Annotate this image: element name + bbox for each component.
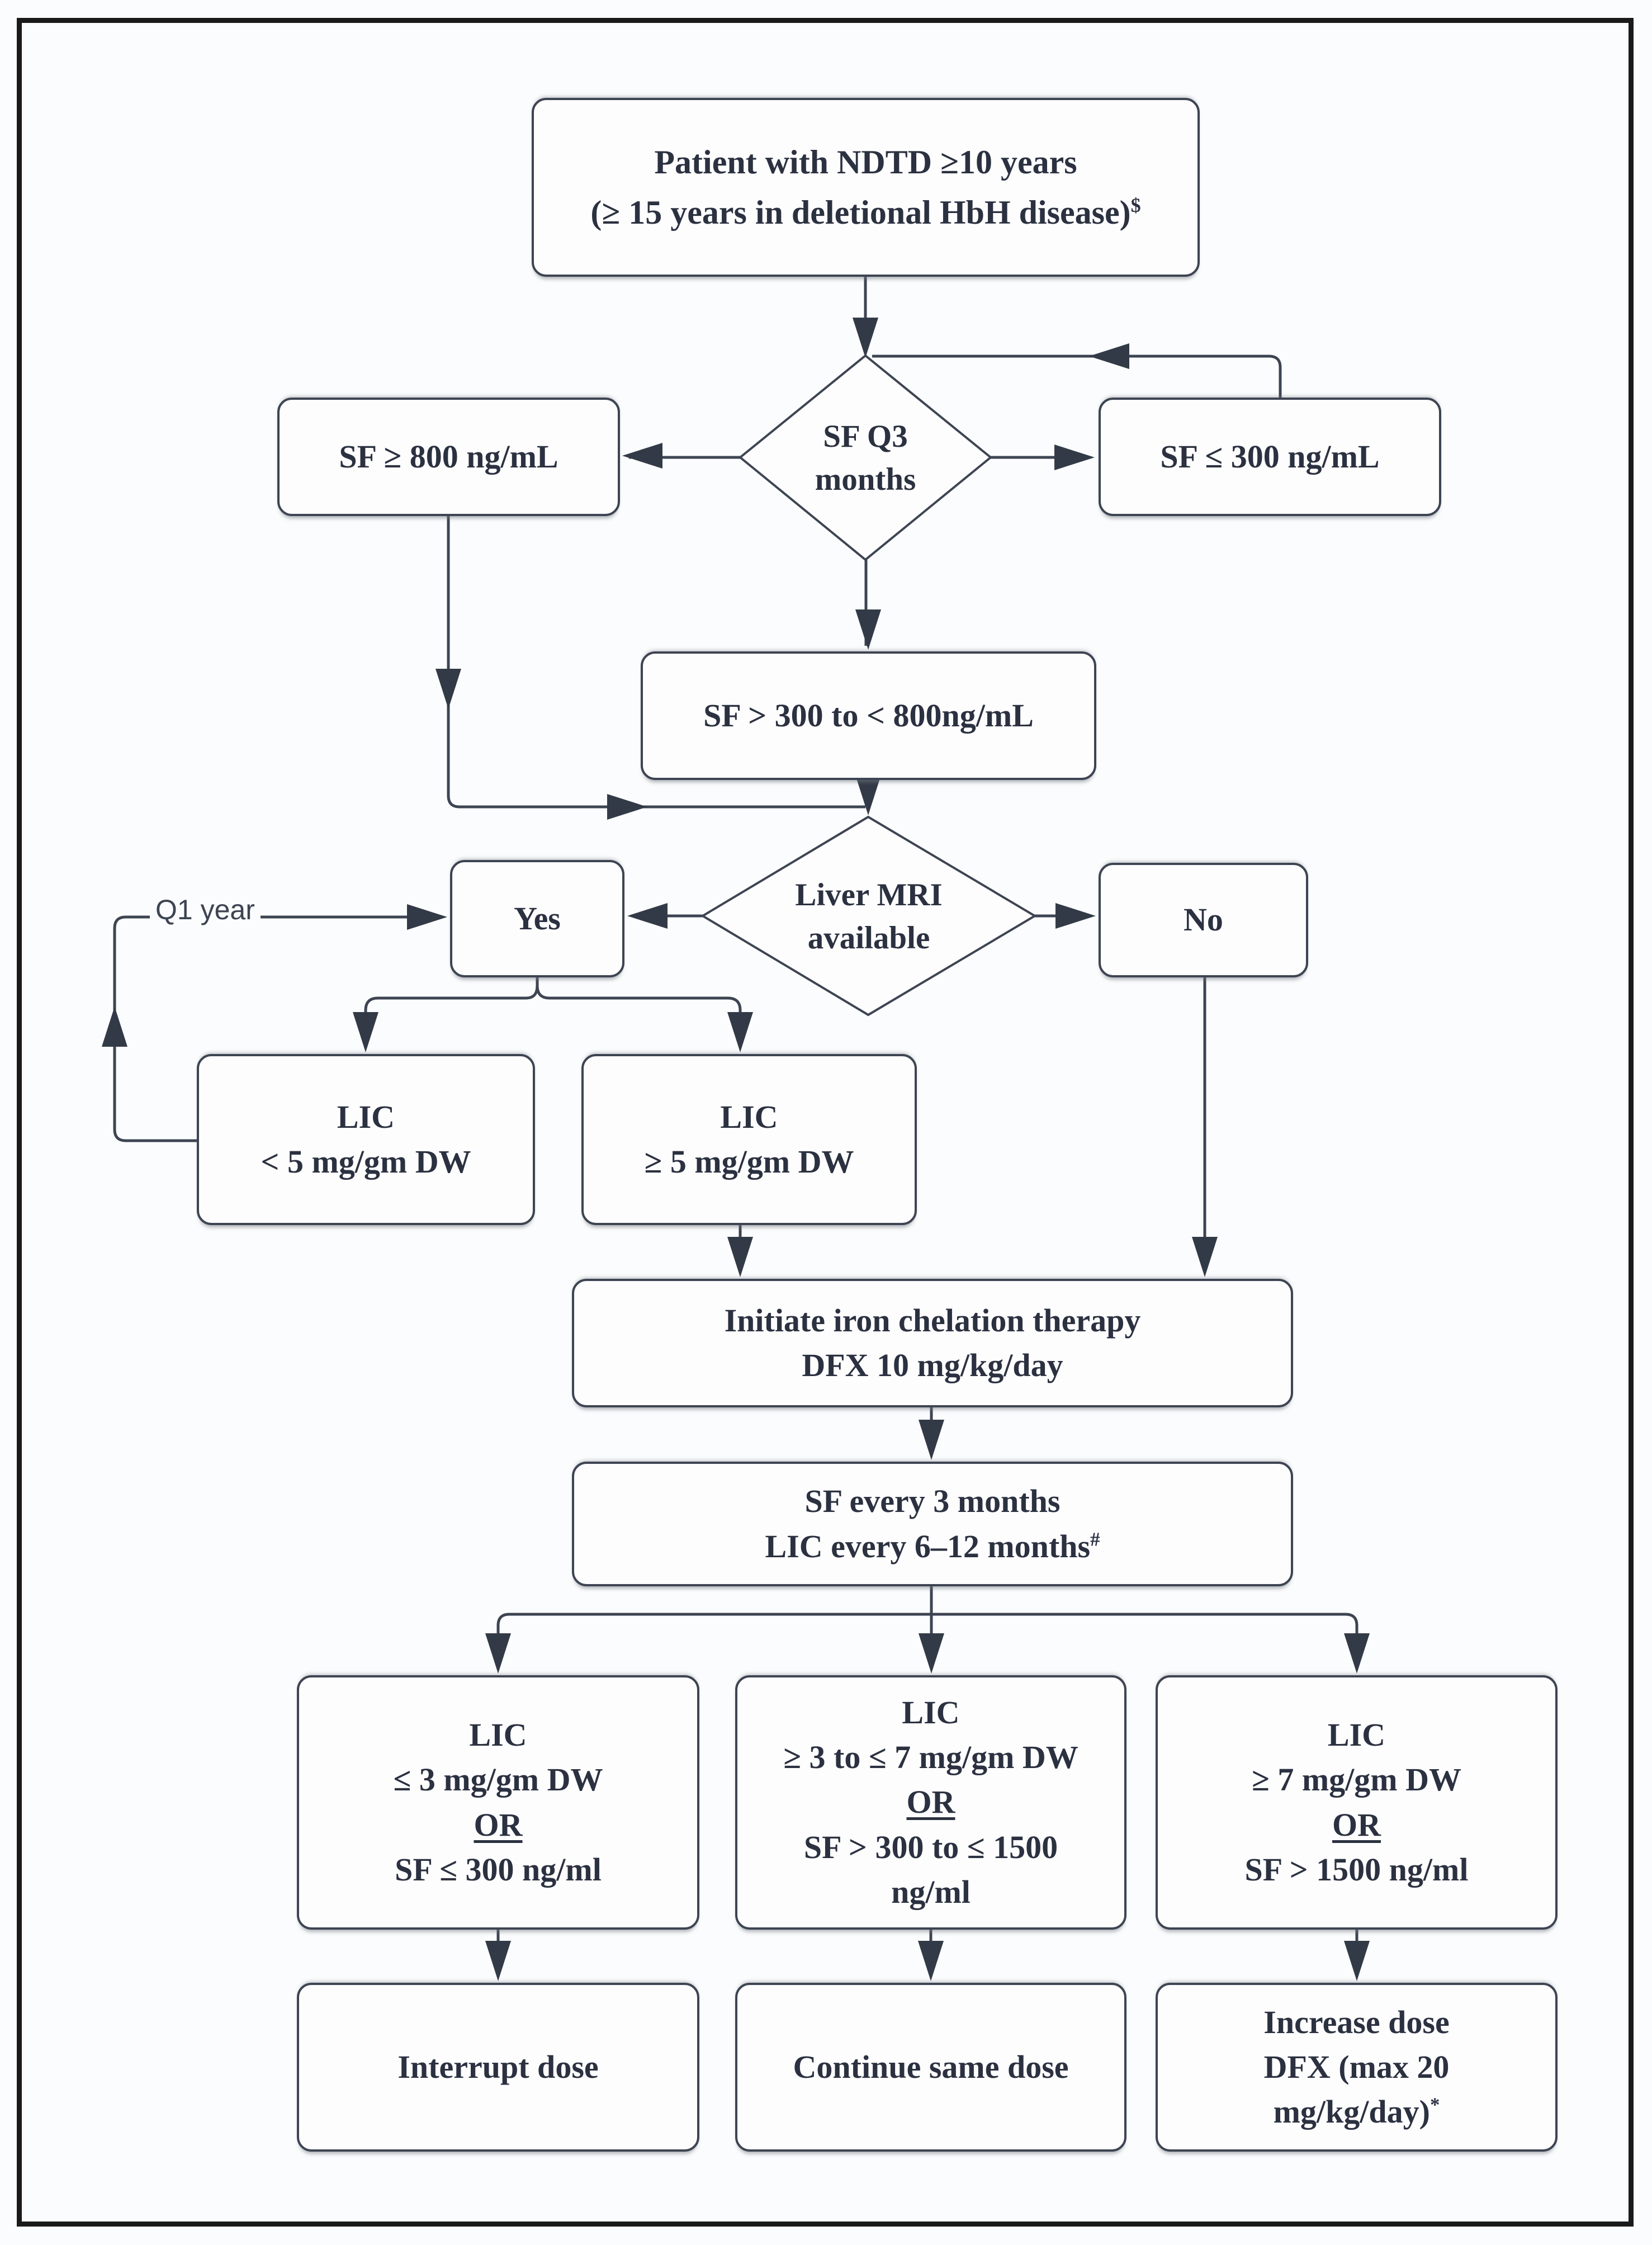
cond-high-or: OR [1332, 1806, 1381, 1843]
sf-q3-line2: months [815, 462, 916, 497]
cond-high-line2: ≥ 7 mg/gm DW [1252, 1761, 1461, 1798]
patient-line2: (≥ 15 years in deletional HbH disease)$ [590, 194, 1141, 231]
node-patient: Patient with NDTD ≥10 years (≥ 15 years … [532, 98, 1200, 277]
wire-sflow-feedback [872, 355, 1282, 398]
cond-mid-line4: SF > 300 to ≤ 1500 [803, 1828, 1058, 1865]
increase-dose-line1: Increase dose [1263, 2003, 1450, 2040]
node-initiate-therapy: Initiate iron chelation therapy DFX 10 m… [572, 1279, 1293, 1407]
liver-mri-line1: Liver MRI [795, 877, 943, 913]
initiate-line1: Initiate iron chelation therapy [724, 1302, 1141, 1339]
decision-sf-q3-label: SF Q3 months [754, 411, 977, 506]
node-monitoring: SF every 3 months LIC every 6–12 months# [572, 1462, 1293, 1586]
increase-dose-line3: mg/kg/day)* [1273, 2093, 1440, 2130]
lic-lt5-line2: < 5 mg/gm DW [261, 1143, 471, 1180]
node-no: No [1099, 863, 1308, 977]
sf-q3-line1: SF Q3 [823, 419, 908, 455]
cond-high-line4: SF > 1500 ng/ml [1244, 1851, 1469, 1888]
decision-liver-mri-label: Liver MRI available [757, 869, 981, 965]
cond-mid-or: OR [906, 1784, 955, 1821]
node-continue-dose: Continue same dose [735, 1983, 1126, 2152]
wire-sfhigh-to-junction [447, 516, 865, 809]
node-lic-ge5: LIC ≥ 5 mg/gm DW [581, 1054, 917, 1225]
cond-mid-line2: ≥ 3 to ≤ 7 mg/gm DW [783, 1739, 1078, 1776]
wire-yes-to-licge5 [536, 985, 742, 1048]
sf-low-label: SF ≤ 300 ng/mL [1160, 438, 1380, 475]
monitor-line1: SF every 3 months [804, 1483, 1061, 1520]
cond-high-line1: LIC [1327, 1717, 1386, 1754]
patient-line1: Patient with NDTD ≥10 years [654, 144, 1077, 181]
cond-mid-line1: LIC [902, 1694, 960, 1731]
monitor-line2: LIC every 6–12 months# [765, 1528, 1100, 1565]
node-increase-dose: Increase dose DFX (max 20 mg/kg/day)* [1156, 1983, 1558, 2152]
node-sf-mid: SF > 300 to < 800ng/mL [641, 651, 1096, 780]
no-label: No [1184, 901, 1223, 938]
label-q1-year: Q1 year [150, 895, 261, 925]
node-cond-low: LIC ≤ 3 mg/gm DW OR SF ≤ 300 ng/ml [297, 1675, 699, 1930]
node-interrupt-dose: Interrupt dose [297, 1983, 699, 2152]
continue-dose-label: Continue same dose [793, 2048, 1069, 2085]
wire-yes-to-liclt5 [364, 985, 539, 1048]
node-lic-lt5: LIC < 5 mg/gm DW [197, 1054, 535, 1225]
arrowheads [102, 318, 1370, 1981]
decision-sf-q3-diamond [738, 354, 993, 561]
lic-lt5-line1: LIC [337, 1098, 395, 1135]
cond-mid-line5: ng/ml [891, 1873, 971, 1910]
node-sf-low: SF ≤ 300 ng/mL [1099, 398, 1441, 516]
lic-ge5-line2: ≥ 5 mg/gm DW [644, 1143, 854, 1180]
decision-liver-mri-diamond [700, 815, 1037, 1017]
node-cond-mid: LIC ≥ 3 to ≤ 7 mg/gm DW OR SF > 300 to ≤… [735, 1675, 1126, 1930]
monitor-footnote-marker: # [1090, 1528, 1100, 1551]
wire-branch-rail [496, 1613, 1358, 1669]
cond-low-or: OR [474, 1806, 523, 1843]
increase-dose-footnote-marker: * [1429, 2093, 1440, 2116]
node-yes: Yes [450, 860, 624, 977]
patient-footnote-marker: $ [1130, 194, 1141, 216]
initiate-line2: DFX 10 mg/kg/day [802, 1347, 1063, 1383]
increase-dose-line2: DFX (max 20 [1263, 2048, 1450, 2085]
node-sf-high: SF ≥ 800 ng/mL [277, 398, 620, 516]
sf-mid-label: SF > 300 to < 800ng/mL [703, 697, 1034, 734]
yes-label: Yes [514, 900, 561, 937]
cond-low-line2: ≤ 3 mg/gm DW [393, 1761, 603, 1798]
node-cond-high: LIC ≥ 7 mg/gm DW OR SF > 1500 ng/ml [1156, 1675, 1558, 1930]
lic-ge5-line1: LIC [720, 1098, 778, 1135]
cond-low-line1: LIC [469, 1717, 527, 1754]
outer-frame [17, 18, 1634, 2227]
interrupt-dose-label: Interrupt dose [397, 2048, 599, 2085]
sf-high-label: SF ≥ 800 ng/mL [339, 438, 558, 475]
cond-low-line4: SF ≤ 300 ng/ml [395, 1851, 602, 1888]
liver-mri-line2: available [807, 920, 930, 956]
